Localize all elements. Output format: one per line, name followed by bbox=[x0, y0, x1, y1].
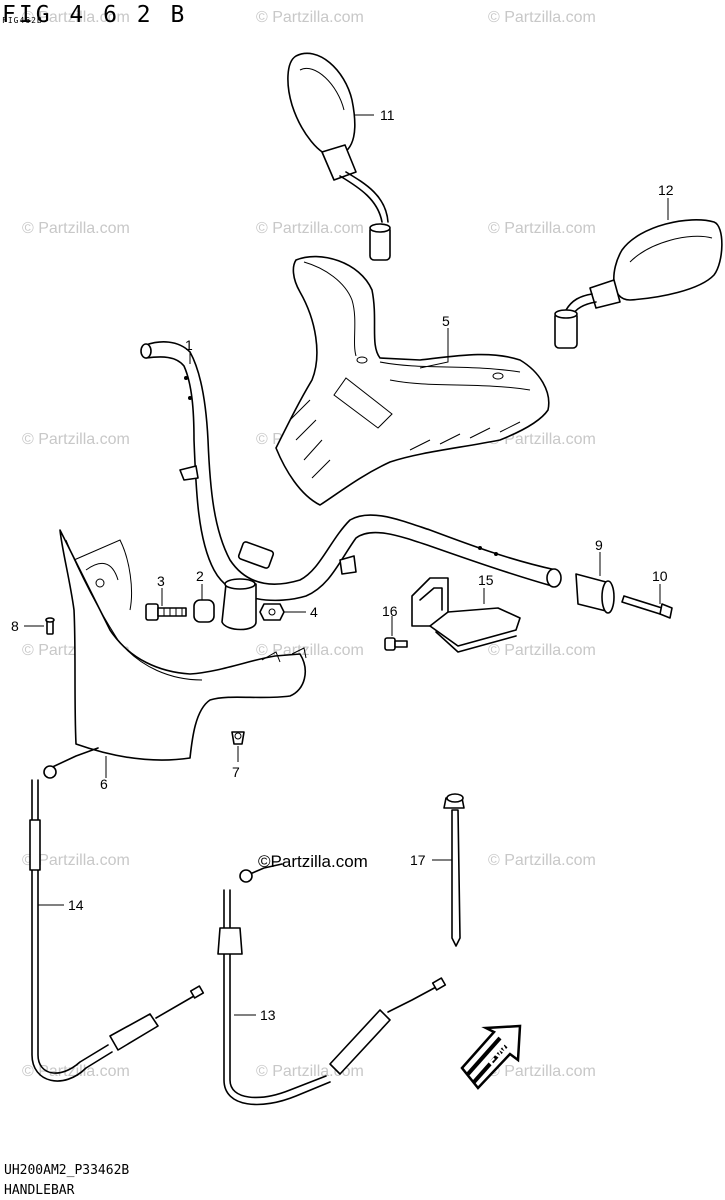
watermark: © Partzilla.com bbox=[22, 431, 130, 448]
part-17-tie-band[interactable] bbox=[443, 793, 465, 947]
watermark: © Partzilla.com bbox=[488, 431, 596, 448]
part-6-lower-cover[interactable] bbox=[59, 529, 307, 761]
callout-5: 5 bbox=[442, 313, 450, 329]
watermark: © Partzilla.com bbox=[22, 9, 130, 26]
part-2-cushion[interactable] bbox=[193, 599, 215, 623]
callout-8: 8 bbox=[11, 618, 19, 634]
part-11-left-mirror[interactable] bbox=[287, 52, 391, 261]
callout-6: 6 bbox=[100, 776, 108, 792]
part-16-bolt[interactable] bbox=[384, 637, 408, 651]
part-5-front-cover[interactable] bbox=[275, 255, 550, 506]
callout-2: 2 bbox=[196, 568, 204, 584]
callout-4: 4 bbox=[310, 604, 318, 620]
watermark: © Partzilla.com bbox=[488, 9, 596, 26]
callout-7: 7 bbox=[232, 764, 240, 780]
watermark: © Partzilla.com bbox=[22, 1063, 130, 1080]
part-9-balancer[interactable] bbox=[575, 573, 615, 614]
part-14-cable[interactable] bbox=[29, 747, 205, 1082]
part-1-handlebar[interactable] bbox=[140, 341, 562, 602]
part-4-nut[interactable] bbox=[259, 603, 285, 621]
figure-subtitle: FIG462B bbox=[2, 16, 43, 25]
callout-11: 11 bbox=[380, 107, 395, 123]
callout-15: 15 bbox=[478, 572, 494, 588]
part-2-holder[interactable] bbox=[221, 578, 257, 631]
callout-1: 1 bbox=[185, 337, 193, 353]
callout-17: 17 bbox=[410, 852, 426, 868]
part-8-screw[interactable] bbox=[45, 617, 55, 635]
watermark: © Partzilla.com bbox=[256, 220, 364, 237]
callout-12: 12 bbox=[658, 182, 674, 198]
callout-16: 16 bbox=[382, 603, 398, 619]
part-12-right-mirror[interactable] bbox=[554, 219, 723, 349]
figure-title: FIG 4 6 2 B bbox=[2, 2, 188, 28]
watermark: © Partzilla.com bbox=[488, 852, 596, 869]
fwd-arrow-icon bbox=[460, 1024, 522, 1090]
part-7-clip[interactable] bbox=[231, 731, 245, 745]
watermark: © Partzilla.com bbox=[488, 220, 596, 237]
callout-9: 9 bbox=[595, 537, 603, 553]
watermark: © Partzilla.com bbox=[22, 852, 130, 869]
center-watermark: ©Partzilla.com bbox=[258, 852, 368, 871]
callout-10: 10 bbox=[652, 568, 668, 584]
callout-3: 3 bbox=[157, 573, 165, 589]
callout-13: 13 bbox=[260, 1007, 276, 1023]
figure-code: UH200AM2_P33462B bbox=[4, 1163, 130, 1178]
callout-14: 14 bbox=[68, 897, 84, 913]
part-3-bolt[interactable] bbox=[145, 603, 187, 621]
leader-lines bbox=[24, 114, 669, 1016]
figure-caption: HANDLEBAR bbox=[4, 1183, 75, 1198]
part-15-bracket[interactable] bbox=[411, 577, 521, 653]
part-10-screw[interactable] bbox=[621, 595, 673, 619]
watermark: © Partzilla.com bbox=[22, 220, 130, 237]
watermark: © Partzilla.com bbox=[488, 642, 596, 659]
part-13-cable[interactable] bbox=[217, 863, 447, 1106]
watermark: © Partzilla.com bbox=[256, 9, 364, 26]
watermark: © Partzilla.com bbox=[488, 1063, 596, 1080]
